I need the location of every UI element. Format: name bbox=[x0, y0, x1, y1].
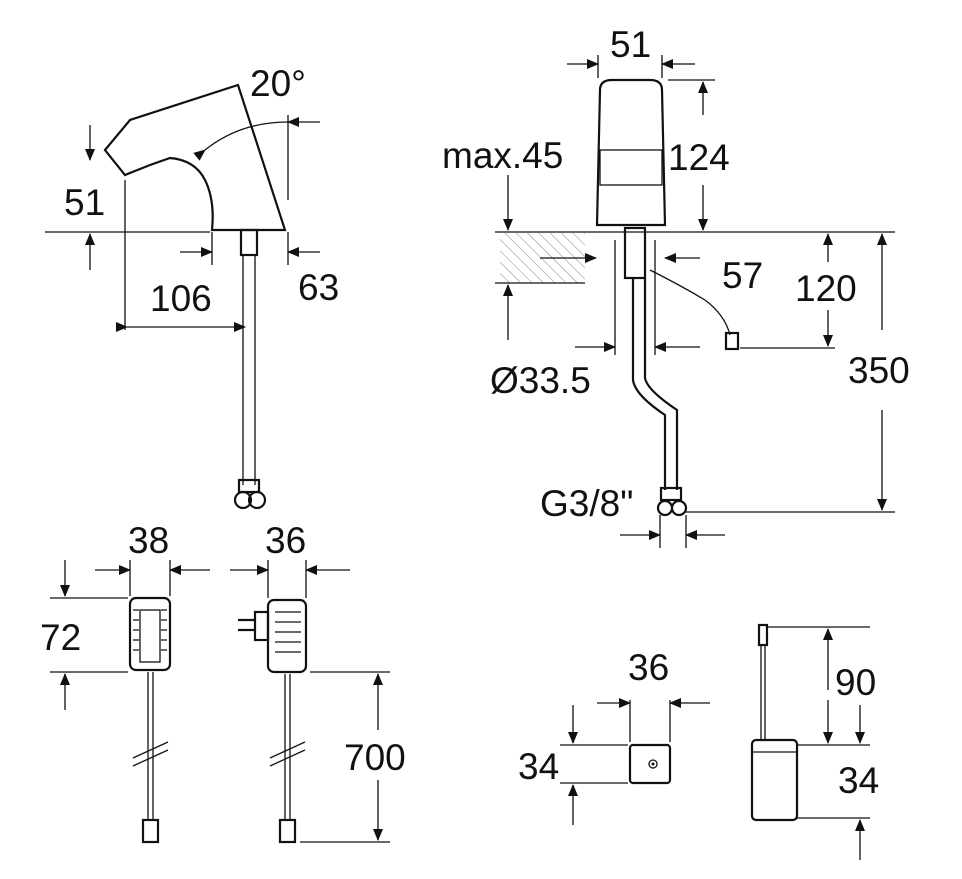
height-label: 51 bbox=[64, 182, 105, 223]
side-width-label: 36 bbox=[265, 520, 306, 561]
thread-label: G3/8" bbox=[540, 483, 633, 524]
reach-label: 106 bbox=[150, 278, 212, 319]
connector bbox=[239, 228, 259, 257]
front-width-label: 38 bbox=[128, 520, 169, 561]
width-label: 51 bbox=[610, 24, 651, 65]
power-adapter: 38 36 72 700 bbox=[40, 520, 406, 844]
cable-label: 120 bbox=[795, 268, 857, 309]
offset-label: 57 bbox=[722, 255, 763, 296]
cable-length-label: 700 bbox=[344, 737, 406, 778]
sensor-unit: 36 34 bbox=[518, 647, 710, 825]
faucet-body-front bbox=[595, 78, 667, 227]
height-label: 124 bbox=[668, 137, 730, 178]
hole-diameter-label: Ø33.5 bbox=[490, 360, 591, 401]
sensor-width-label: 36 bbox=[628, 647, 669, 688]
battery-height-label: 34 bbox=[838, 760, 879, 801]
side-view: 20° 51 106 63 bbox=[45, 63, 339, 510]
max-deck-label: max.45 bbox=[442, 135, 563, 176]
sensor-height-label: 34 bbox=[518, 746, 559, 787]
front-view: 51 max.45 124 57 120 350 Ø33.5 G3/8" bbox=[442, 24, 910, 548]
battery-cable-label: 90 bbox=[835, 662, 876, 703]
adapter-height-label: 72 bbox=[40, 617, 81, 658]
total-label: 350 bbox=[848, 350, 910, 391]
battery-box: 90 34 bbox=[750, 623, 879, 860]
faucet-body-side bbox=[103, 83, 287, 232]
base-label: 63 bbox=[298, 267, 339, 308]
angle-label: 20° bbox=[250, 63, 306, 104]
